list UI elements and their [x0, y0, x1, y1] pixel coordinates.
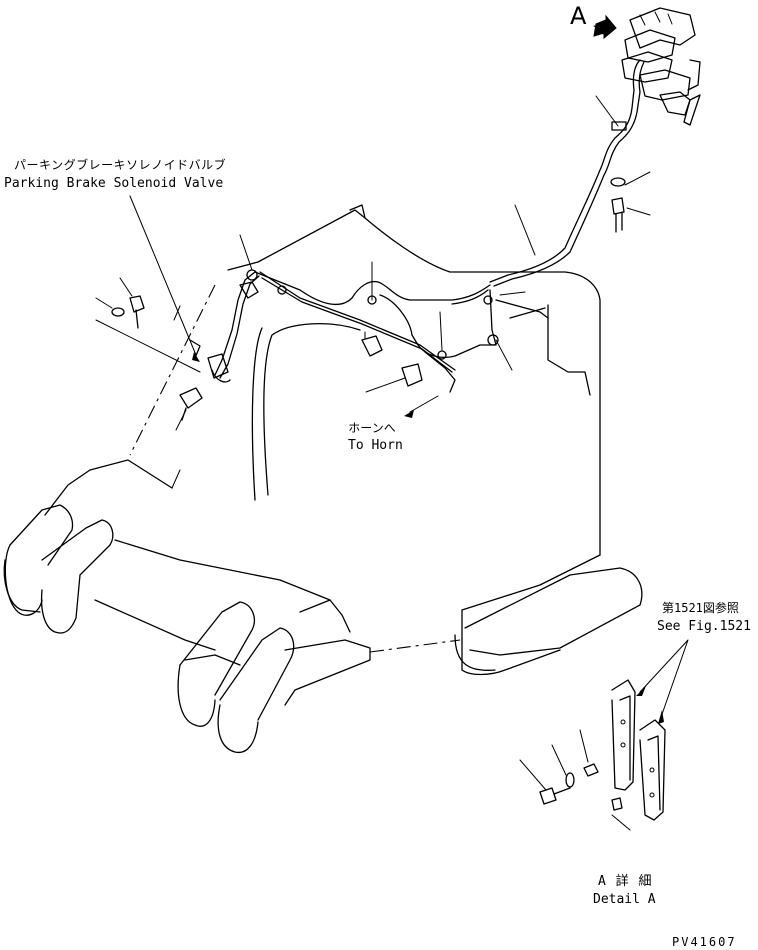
- left-bolt-parts: [95, 277, 145, 329]
- drawing-number: PV41607: [672, 935, 737, 949]
- frame-body: [3, 204, 643, 754]
- horn-label-jp: ホーンへ: [348, 421, 396, 435]
- detail-label-en: Detail A: [593, 892, 656, 907]
- detail-a-marker: A: [570, 2, 587, 30]
- leader-lines: [95, 95, 619, 431]
- wiring-harness: [179, 59, 645, 421]
- horn-label-en: To Horn: [348, 438, 403, 453]
- see-fig-label-en: See Fig.1521: [657, 619, 751, 634]
- valve-cluster: [593, 7, 701, 233]
- detail-a-bracket: [519, 639, 689, 831]
- see-fig-label-jp: 第1521図参照: [662, 601, 739, 615]
- detail-label-jp: A 詳 細: [598, 874, 653, 889]
- parking-valve-label-jp: パーキングブレーキソレノイドバルブ: [14, 158, 227, 172]
- parking-valve-label-en: Parking Brake Solenoid Valve: [4, 176, 224, 191]
